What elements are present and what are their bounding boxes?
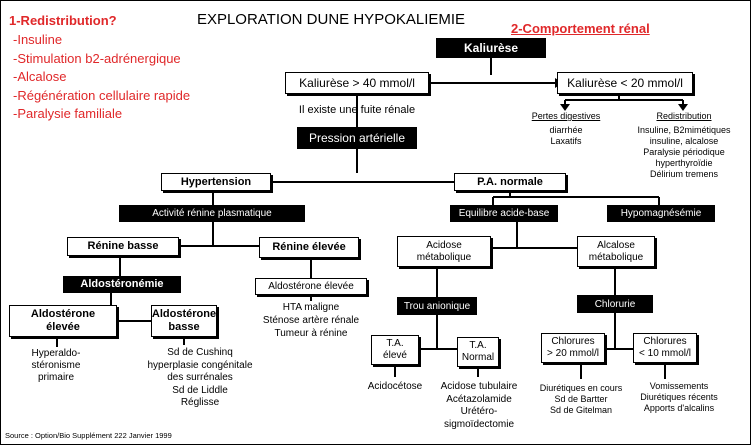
node-aldo-basse: Aldostérone basse	[151, 305, 217, 337]
left-panel-item: -Insuline	[13, 32, 63, 47]
left-panel-item: -Stimulation b2-adrénergique	[13, 50, 181, 66]
left-panel-item: -Alcalose	[13, 69, 67, 84]
node-pression-arterielle: Pression artérielle	[297, 127, 417, 149]
label-fuite-renale: Il existe une fuite rénale	[298, 104, 416, 116]
node-activite-renine: Activité rénine plasmatique	[119, 205, 305, 222]
left-panel-list: -Insuline -Stimulation b2-adrénergique -…	[13, 31, 263, 124]
label-redistribution-items: Insuline, B2mimétiques insuline, alcalos…	[637, 125, 731, 179]
node-alcalose-metabolique: Alcalose métabolique	[577, 236, 655, 267]
node-aldosteronemie: Aldostéronémie	[63, 276, 181, 293]
node-hypomagnesemie: Hypomagnésémie	[607, 205, 715, 222]
source-note: Source : Option/Bio Supplément 222 Janvi…	[5, 431, 172, 440]
node-renine-elevee: Rénine élevée	[259, 237, 359, 258]
label-hta-causes: HTA maligne Sténose artère rénale Tumeur…	[262, 302, 360, 339]
left-panel-item: -Paralysie familiale	[13, 106, 123, 121]
node-trou-anionique: Trou anionique	[397, 297, 477, 315]
label-vomissements: Vomissements Diurétiques récents Apports…	[640, 381, 718, 413]
label-diuretiques: Diurétiques en cours Sd de Bartter Sd de…	[539, 383, 623, 415]
left-panel-item: -Régénération cellulaire rapide	[13, 87, 191, 103]
node-aldosterone-elevee: Aldostérone élevée	[255, 278, 367, 295]
page-title: EXPLORATION DUNE HYPOKALIEMIE	[196, 11, 466, 28]
label-pertes-digestives-items: diarrhée Laxatifs	[549, 125, 583, 146]
node-kaliurese-low: Kaliurèse < 20 mmol/l	[557, 72, 693, 94]
arrow-head	[678, 104, 688, 111]
node-ta-eleve: T.A. élevé	[371, 335, 419, 365]
node-kaliurese-high: Kaliurèse > 40 mmol/l	[285, 72, 429, 94]
right-heading: 2-Comportement rénal	[511, 21, 650, 36]
label-hyperaldosteronisme: Hyperaldo- stéronisme primaire	[31, 348, 81, 383]
node-kaliurese: Kaliurèse	[436, 38, 546, 58]
node-hypertension: Hypertension	[161, 173, 271, 191]
node-aldo-elevee: Aldostérone élevée	[9, 305, 117, 337]
node-chlorures-low: Chlorures < 10 mmol/l	[633, 333, 697, 363]
label-pertes-digestives: Pertes digestives	[531, 111, 601, 121]
label-acidose-tubulaire: Acidose tubulaire Acétazolamide Urétéro-…	[440, 381, 518, 430]
node-pa-normale: P.A. normale	[454, 173, 566, 191]
label-redistribution: Redistribution	[656, 111, 712, 121]
label-cushing-causes: Sd de Cushinq hyperplasie congénitale de…	[147, 347, 253, 408]
node-chlorurie: Chlorurie	[577, 295, 653, 313]
node-ta-normal: T.A. Normal	[457, 337, 499, 367]
node-renine-basse: Rénine basse	[67, 237, 179, 256]
node-acidose-metabolique: Acidose métabolique	[397, 236, 491, 267]
node-chlorures-high: Chlorures > 20 mmol/l	[541, 333, 605, 363]
left-panel-heading: 1-Redistribution?	[9, 13, 117, 28]
arrow-head	[560, 104, 570, 111]
label-acidocetose: Acidocétose	[367, 381, 423, 392]
node-equilibre-acide-base: Equilibre acide-base	[450, 205, 558, 222]
